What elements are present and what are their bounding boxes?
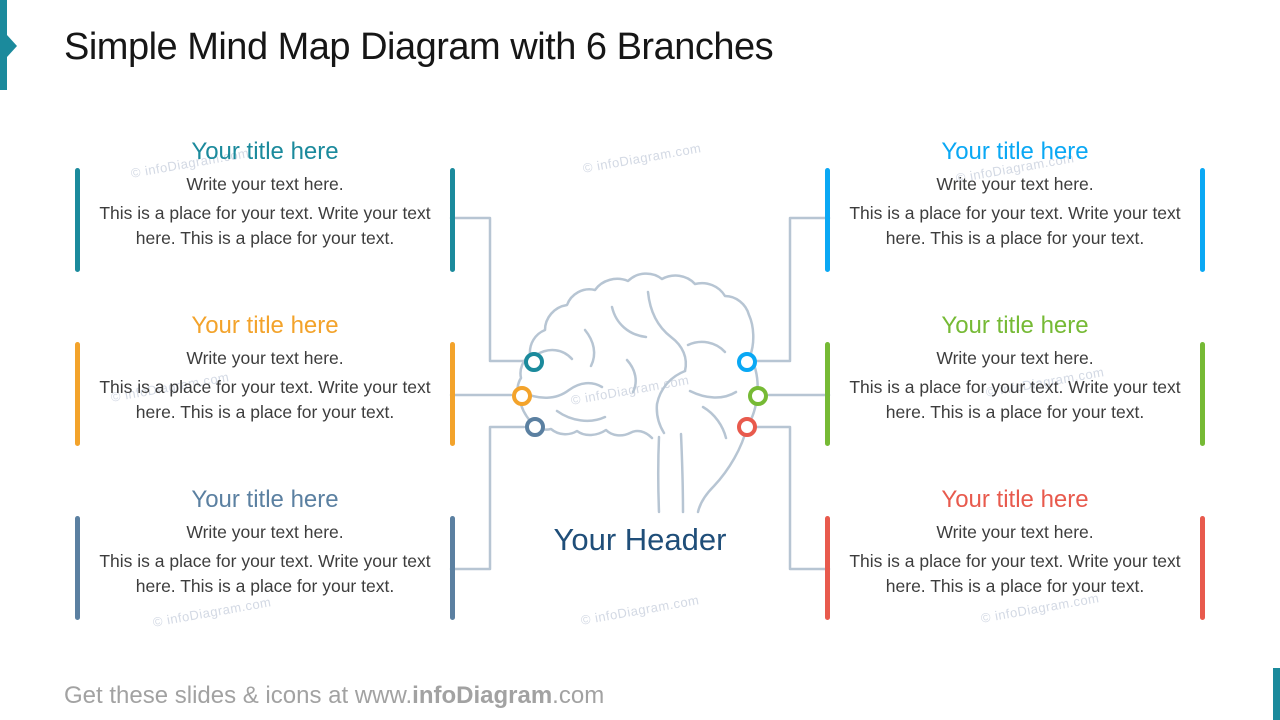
branch-text-line: Write your text here. xyxy=(186,522,344,542)
branch-bar-left xyxy=(75,516,80,620)
branch-title: Your title here xyxy=(941,486,1089,513)
branch-title: Your title here xyxy=(191,138,339,165)
branch-bar-right xyxy=(450,168,455,272)
branch-bar-right xyxy=(1200,342,1205,446)
node-bottom-left xyxy=(525,417,545,437)
branch-text-paragraph: This is a place for your text. Write you… xyxy=(849,203,1181,248)
brain-icon xyxy=(516,272,759,514)
branch-text-line: Write your text here. xyxy=(186,174,344,194)
center-header: Your Header xyxy=(553,522,727,557)
corner-accent-bar xyxy=(0,0,7,90)
branch-text-paragraph: This is a place for your text. Write you… xyxy=(99,203,431,248)
page-title: Simple Mind Map Diagram with 6 Branches xyxy=(64,26,774,68)
connector-top-left xyxy=(449,216,526,363)
node-middle-left xyxy=(512,386,532,406)
node-middle-right xyxy=(748,386,768,406)
node-top-left xyxy=(524,352,544,372)
bottom-right-accent-bar xyxy=(1273,668,1280,720)
brain-fold xyxy=(534,348,574,361)
brain-fold xyxy=(520,381,604,399)
connector-bottom-left xyxy=(449,425,526,571)
brain-fold xyxy=(646,290,688,373)
branch-bar-left xyxy=(75,168,80,272)
footer-suffix: .com xyxy=(552,682,605,709)
branch-text-paragraph: This is a place for your text. Write you… xyxy=(99,377,431,422)
brain-stem-left xyxy=(657,435,661,514)
brain-fold xyxy=(610,305,648,339)
brain-fold xyxy=(686,340,727,354)
branch-text-line: Write your text here. xyxy=(186,348,344,368)
branch-text-paragraph: This is a place for your text. Write you… xyxy=(849,551,1181,596)
brain-fold xyxy=(655,369,687,435)
branch-block-top-left: Your title here Write your text here. Th… xyxy=(75,137,455,279)
brain-fold xyxy=(701,405,728,440)
branch-title: Your title here xyxy=(191,312,339,339)
brain-fold xyxy=(555,409,607,423)
brain-fold xyxy=(688,389,738,399)
node-top-right xyxy=(737,352,757,372)
branch-bar-left xyxy=(825,342,830,446)
brain-fold xyxy=(625,358,637,394)
branch-bar-right xyxy=(1200,516,1205,620)
branch-nodes xyxy=(512,352,768,437)
brain-fold xyxy=(583,328,596,368)
brain-stem-right xyxy=(679,432,685,514)
connector-bottom-right xyxy=(755,425,831,571)
footer-brand: infoDiagram xyxy=(412,682,553,709)
connector-top-right xyxy=(755,216,831,363)
branch-block-middle-left: Your title here Write your text here. Th… xyxy=(75,311,455,453)
branch-bar-right xyxy=(1200,168,1205,272)
branch-block-bottom-left: Your title here Write your text here. Th… xyxy=(75,485,455,627)
branch-text-paragraph: This is a place for your text. Write you… xyxy=(99,551,431,596)
footer-credit: Get these slides & icons at www.infoDiag… xyxy=(64,682,604,710)
branch-title: Your title here xyxy=(941,312,1089,339)
branch-block-bottom-right: Your title here Write your text here. Th… xyxy=(825,485,1205,627)
branch-bar-left xyxy=(825,516,830,620)
branch-bar-right xyxy=(450,516,455,620)
node-bottom-right xyxy=(737,417,757,437)
branch-title: Your title here xyxy=(941,138,1089,165)
branch-block-top-right: Your title here Write your text here. Th… xyxy=(825,137,1205,279)
branch-bar-right xyxy=(450,342,455,446)
branch-bar-left xyxy=(825,168,830,272)
branch-text-paragraph: This is a place for your text. Write you… xyxy=(849,377,1181,422)
branch-block-middle-right: Your title here Write your text here. Th… xyxy=(825,311,1205,453)
branch-text-line: Write your text here. xyxy=(936,174,1094,194)
connector-lines xyxy=(449,216,831,571)
corner-accent-arrow-icon xyxy=(7,35,17,57)
branch-bar-left xyxy=(75,342,80,446)
branch-title: Your title here xyxy=(191,486,339,513)
brain-outline xyxy=(516,272,759,514)
branch-text-line: Write your text here. xyxy=(936,348,1094,368)
branch-text-line: Write your text here. xyxy=(936,522,1094,542)
footer-prefix: Get these slides & icons at www. xyxy=(64,682,413,709)
